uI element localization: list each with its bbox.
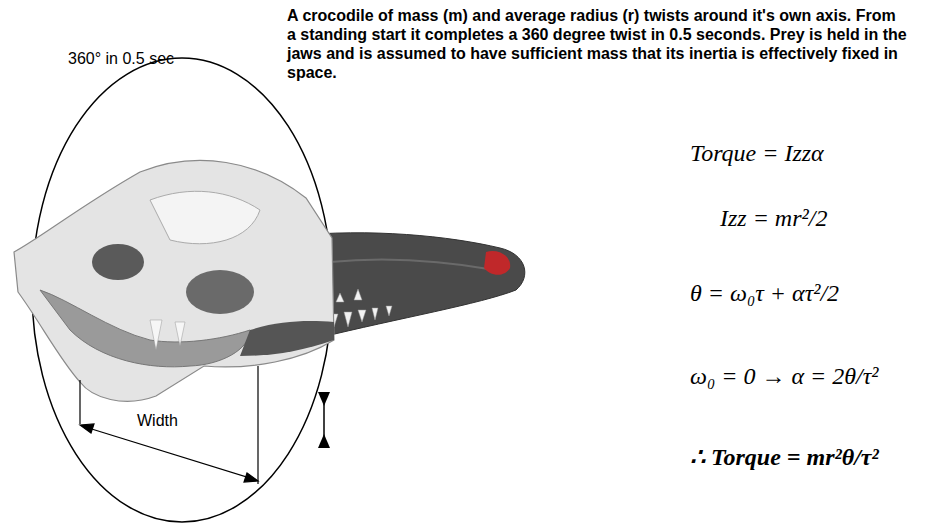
rotation-label: 360° in 0.5 sec	[68, 50, 174, 68]
skull	[14, 160, 334, 401]
equation: θ = ω₀τ + ατ²/2	[690, 280, 839, 307]
result-equation: ∴ Torque = mr²θ/τ²	[690, 443, 879, 471]
equation: ω₀ = 0 → α = 2θ/τ²	[690, 363, 879, 390]
rotation-arrows	[318, 392, 330, 448]
dimension-label: Width	[137, 412, 178, 430]
width-dimension	[80, 366, 258, 484]
equation: Izz = mr²/2	[720, 205, 827, 232]
equation: Torque = Izzα	[690, 140, 824, 167]
heading-text: A crocodile of mass (m) and average radi…	[287, 6, 907, 82]
